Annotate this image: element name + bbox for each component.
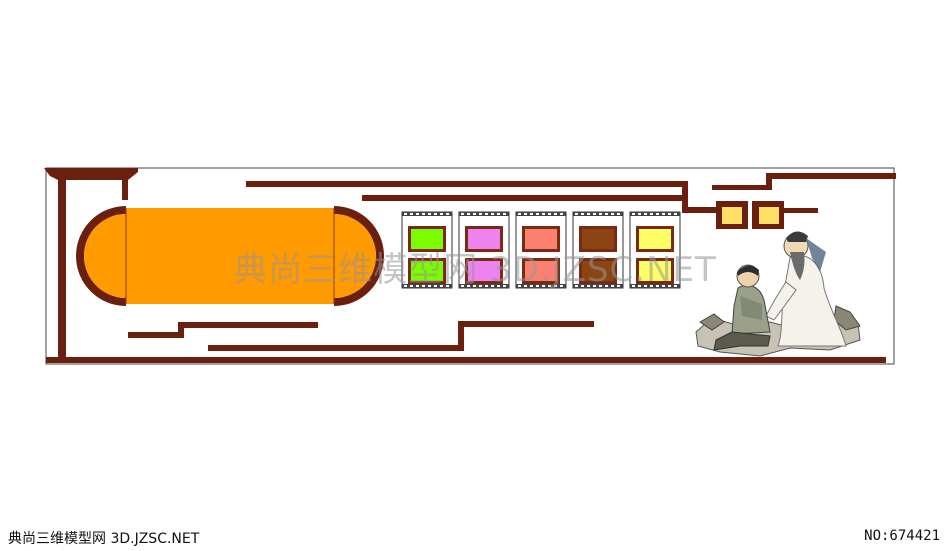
film-tile <box>401 211 453 289</box>
film-tile <box>515 211 567 289</box>
base-strip <box>46 357 886 363</box>
scholar-child-figure-icon <box>695 231 861 357</box>
film-tile-grid <box>401 211 681 289</box>
footer-id-label: NO:674421 <box>864 528 940 544</box>
film-tile <box>572 211 624 289</box>
bottom-rails <box>128 321 594 351</box>
top-rails <box>246 173 896 213</box>
lantern-boxes <box>716 201 784 229</box>
left-frame <box>44 168 138 357</box>
film-tile <box>458 211 510 289</box>
footer-site-label: 典尚三维模型网 3D.JZSC.NET <box>8 531 200 547</box>
film-tile <box>629 211 681 289</box>
capsule-panel <box>76 206 384 306</box>
